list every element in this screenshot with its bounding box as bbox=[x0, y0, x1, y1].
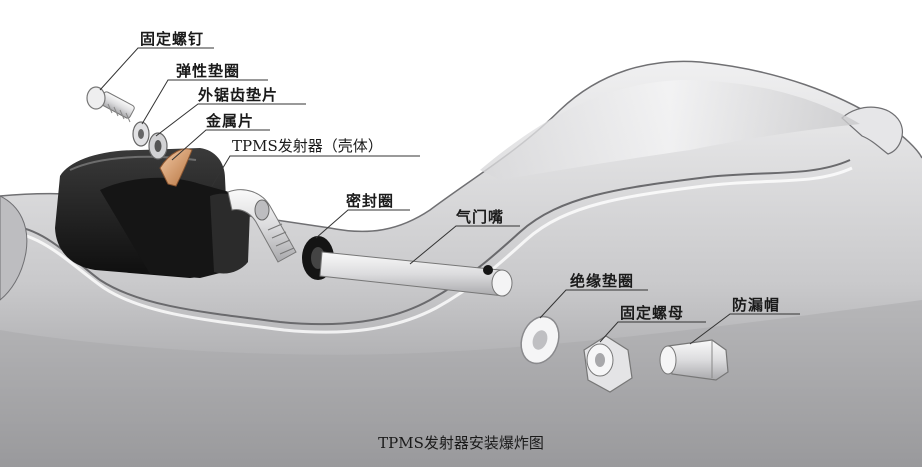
tpms-transmitter-housing bbox=[55, 148, 250, 278]
valve-elbow bbox=[227, 189, 297, 263]
label-leak-cap: 防漏帽 bbox=[732, 296, 781, 314]
metal-plate bbox=[159, 148, 193, 187]
label-spring-washer: 弹性垫圈 bbox=[176, 62, 241, 80]
leader-lines bbox=[99, 47, 800, 345]
spring-washer bbox=[132, 121, 150, 147]
insulating-washer bbox=[520, 315, 560, 365]
fixing-screw bbox=[86, 86, 135, 123]
leak-cap bbox=[659, 339, 729, 381]
serrated-washer bbox=[148, 132, 168, 160]
label-fixing-nut: 固定螺母 bbox=[620, 304, 685, 322]
valve-stem bbox=[319, 251, 513, 297]
label-metal-plate: 金属片 bbox=[206, 112, 255, 130]
label-serrated-washer: 外锯齿垫片 bbox=[198, 86, 279, 104]
label-insulating-washer: 绝缘垫圈 bbox=[570, 272, 635, 290]
figure-caption: TPMS发射器安装爆炸图 bbox=[378, 434, 544, 452]
label-seal-ring: 密封圈 bbox=[346, 192, 395, 210]
label-transmitter-housing: TPMS发射器（壳体） bbox=[232, 137, 383, 155]
label-fixing-screw: 固定螺钉 bbox=[140, 30, 205, 48]
label-valve-stem: 气门嘴 bbox=[456, 208, 505, 226]
